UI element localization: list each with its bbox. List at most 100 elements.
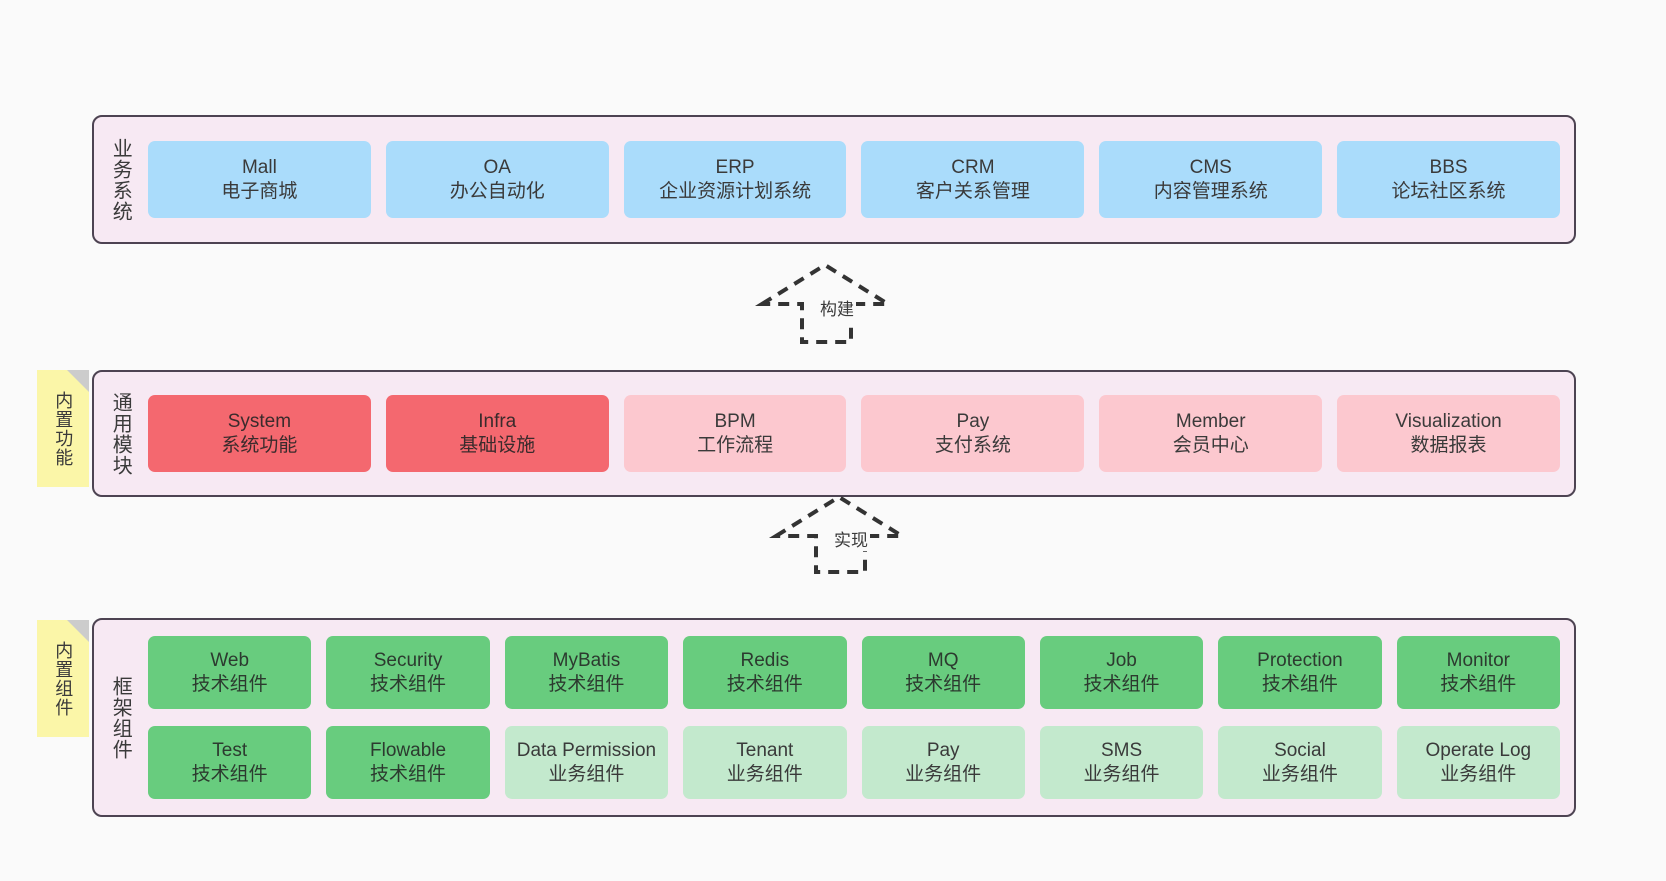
business-card-row: Mall 电子商城 OA 办公自动化 ERP 企业资源计划系统 CRM 客户关系…: [148, 141, 1560, 218]
card-title: Test: [212, 739, 248, 761]
card-title: Protection: [1257, 649, 1343, 671]
note-builtin-components-label: 内置组件: [53, 640, 74, 717]
card-mall[interactable]: Mall 电子商城: [148, 141, 371, 218]
generalization-arrow-icon: [768, 494, 910, 574]
card-visualization[interactable]: Visualization 数据报表: [1337, 395, 1560, 472]
card-subtitle: 技术组件: [191, 763, 268, 785]
card-pay-module[interactable]: Pay 支付系统: [861, 395, 1085, 472]
layer-body-common-modules: System 系统功能 Infra 基础设施 BPM 工作流程 Pay 支付系统…: [146, 372, 1574, 495]
card-subtitle: 基础设施: [459, 434, 536, 456]
card-subtitle: 业务组件: [548, 763, 625, 785]
card-title: Monitor: [1446, 649, 1510, 671]
note-fold-icon: [67, 620, 89, 642]
card-subtitle: 数据报表: [1410, 434, 1487, 456]
card-title: System: [227, 410, 292, 432]
card-title: Social: [1274, 739, 1326, 761]
arrow-implement: 实现: [768, 494, 920, 576]
card-social[interactable]: Social 业务组件: [1218, 726, 1382, 799]
layer-body-framework-components: Web 技术组件 Security 技术组件 MyBatis 技术组件 Redi…: [146, 620, 1574, 815]
layer-body-business-systems: Mall 电子商城 OA 办公自动化 ERP 企业资源计划系统 CRM 客户关系…: [146, 117, 1574, 242]
card-title: ERP: [715, 156, 755, 178]
card-title: Member: [1175, 410, 1246, 432]
card-title: Web: [210, 649, 250, 671]
card-job[interactable]: Job 技术组件: [1039, 636, 1204, 709]
card-subtitle: 技术组件: [370, 673, 447, 695]
card-subtitle: 业务组件: [1083, 763, 1160, 785]
card-oa[interactable]: OA 办公自动化: [385, 141, 609, 218]
card-redis[interactable]: Redis 技术组件: [683, 636, 847, 709]
layer-label-common-modules: 通用模块: [109, 391, 132, 476]
card-member[interactable]: Member 会员中心: [1099, 395, 1323, 472]
card-subtitle: 业务组件: [1261, 763, 1338, 785]
card-subtitle: 业务组件: [905, 763, 982, 785]
card-pay-component[interactable]: Pay 业务组件: [861, 726, 1025, 799]
card-title: Redis: [740, 649, 790, 671]
card-subtitle: 技术组件: [1440, 673, 1517, 695]
card-title: MyBatis: [552, 649, 621, 671]
card-protection[interactable]: Protection 技术组件: [1218, 636, 1382, 709]
card-title: BBS: [1429, 156, 1468, 178]
card-subtitle: 业务组件: [1440, 763, 1517, 785]
note-builtin-components: 内置组件: [37, 620, 89, 737]
card-erp[interactable]: ERP 企业资源计划系统: [623, 141, 847, 218]
card-data-permission[interactable]: Data Permission 业务组件: [504, 726, 669, 799]
card-mybatis[interactable]: MyBatis 技术组件: [504, 636, 669, 709]
card-crm[interactable]: CRM 客户关系管理: [861, 141, 1085, 218]
card-title: Data Permission: [516, 739, 657, 761]
card-title: MQ: [927, 649, 959, 671]
card-title: Visualization: [1395, 410, 1502, 432]
layer-label-framework-components: 框架组件: [109, 675, 132, 760]
note-fold-icon: [67, 370, 89, 392]
note-builtin-functions: 内置功能: [37, 370, 89, 487]
card-subtitle: 系统功能: [221, 434, 298, 456]
card-flowable[interactable]: Flowable 技术组件: [326, 726, 490, 799]
card-title: CRM: [951, 156, 995, 178]
modules-card-row: System 系统功能 Infra 基础设施 BPM 工作流程 Pay 支付系统…: [148, 395, 1560, 472]
card-security[interactable]: Security 技术组件: [326, 636, 490, 709]
card-infra[interactable]: Infra 基础设施: [385, 395, 609, 472]
card-subtitle: 技术组件: [1083, 673, 1160, 695]
layer-business-systems: 业务系统 Mall 电子商城 OA 办公自动化 ERP 企业资源计划系统 CRM: [92, 115, 1576, 244]
framework-card-row-2: Test 技术组件 Flowable 技术组件 Data Permission …: [148, 726, 1560, 799]
card-subtitle: 工作流程: [697, 434, 774, 456]
card-title: SMS: [1100, 739, 1143, 761]
card-title: BPM: [714, 410, 756, 432]
card-subtitle: 技术组件: [1261, 673, 1338, 695]
card-subtitle: 会员中心: [1172, 434, 1249, 456]
card-tenant[interactable]: Tenant 业务组件: [683, 726, 847, 799]
card-subtitle: 技术组件: [726, 673, 803, 695]
card-subtitle: 技术组件: [191, 673, 268, 695]
card-bpm[interactable]: BPM 工作流程: [623, 395, 847, 472]
card-title: CMS: [1189, 156, 1232, 178]
card-subtitle: 技术组件: [548, 673, 625, 695]
card-subtitle: 技术组件: [370, 763, 447, 785]
card-mq[interactable]: MQ 技术组件: [861, 636, 1025, 709]
card-test[interactable]: Test 技术组件: [148, 726, 312, 799]
card-monitor[interactable]: Monitor 技术组件: [1396, 636, 1560, 709]
card-title: Operate Log: [1425, 739, 1532, 761]
card-title: Pay: [926, 739, 960, 761]
card-title: Mall: [241, 156, 277, 178]
card-subtitle: 办公自动化: [449, 180, 545, 202]
layer-label-business-systems: 业务系统: [109, 137, 132, 222]
card-subtitle: 业务组件: [726, 763, 803, 785]
layer-framework-components: 框架组件 Web 技术组件 Security 技术组件 MyBatis 技术组件…: [92, 618, 1576, 817]
card-cms[interactable]: CMS 内容管理系统: [1099, 141, 1323, 218]
arrow-build: 构建: [754, 262, 906, 346]
generalization-arrow-icon: [754, 262, 896, 344]
card-title: OA: [483, 156, 511, 178]
card-operate-log[interactable]: Operate Log 业务组件: [1396, 726, 1560, 799]
card-bbs[interactable]: BBS 论坛社区系统: [1337, 141, 1560, 218]
card-web[interactable]: Web 技术组件: [148, 636, 312, 709]
arrow-build-label: 构建: [818, 295, 856, 320]
card-subtitle: 客户关系管理: [915, 180, 1030, 202]
card-title: Tenant: [736, 739, 794, 761]
card-sms[interactable]: SMS 业务组件: [1039, 726, 1204, 799]
card-subtitle: 电子商城: [221, 180, 298, 202]
card-subtitle: 支付系统: [934, 434, 1011, 456]
card-title: Security: [373, 649, 443, 671]
card-title: Infra: [478, 410, 517, 432]
card-system[interactable]: System 系统功能: [148, 395, 371, 472]
card-subtitle: 内容管理系统: [1153, 180, 1268, 202]
